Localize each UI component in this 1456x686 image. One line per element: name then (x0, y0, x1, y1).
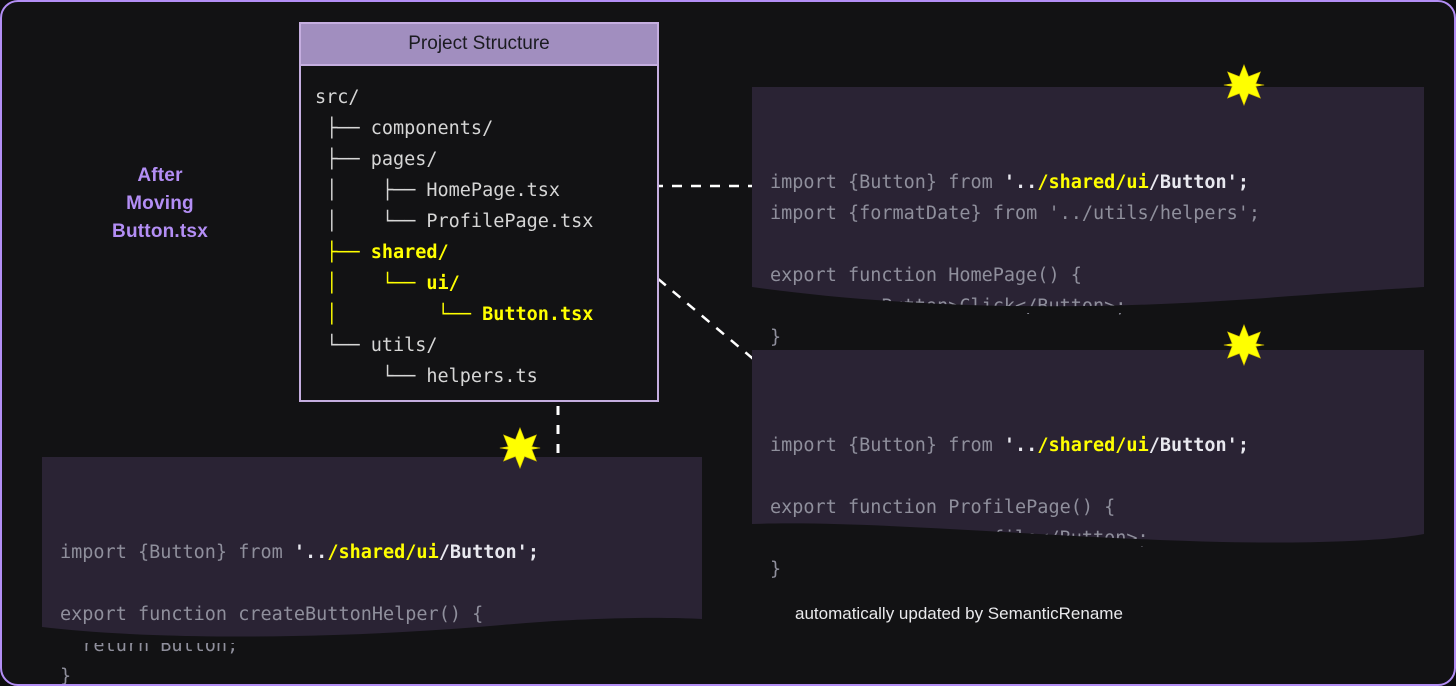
tree-line[interactable]: ├── components/ (315, 118, 494, 139)
code-body-profilepage: import {Button} from '../shared/ui/Butto… (770, 430, 1424, 585)
tree-line[interactable]: └── helpers.ts (315, 366, 538, 387)
code-token: /shared/ui (1037, 172, 1149, 193)
torn-edge-profilepage (752, 523, 1424, 546)
code-token: '.. (1003, 172, 1038, 193)
code-block-helpers: import {Button} from '../shared/ui/Butto… (42, 457, 702, 684)
tree-line[interactable]: │ ├── HomePage.tsx (315, 180, 561, 201)
code-token: export function ProfilePage() { (770, 497, 1116, 518)
code-line: export function HomePage() { (770, 260, 1424, 291)
tree-line[interactable]: │ └── ui/ (315, 273, 460, 294)
code-body-helpers: import {Button} from '../shared/ui/Butto… (60, 537, 702, 686)
code-token: import {Button} from (60, 542, 294, 563)
code-token: /shared/ui (327, 542, 439, 563)
tree-line[interactable]: src/ (315, 87, 360, 108)
tree-line[interactable]: ├── pages/ (315, 149, 438, 170)
code-token: import {formatDate} from '../utils/helpe… (770, 203, 1261, 224)
project-structure-tree: src/ ├── components/ ├── pages/ │ ├── Ho… (301, 66, 657, 392)
code-line: export function createButtonHelper() { (60, 599, 702, 630)
after-moving-caption: After Moving Button.tsx (80, 162, 240, 246)
code-line: export function ProfilePage() { (770, 492, 1424, 523)
code-body-homepage: import {Button} from '../shared/ui/Butto… (770, 167, 1424, 353)
sparkle-star-icon (499, 427, 541, 469)
code-block-profilepage: import {Button} from '../shared/ui/Butto… (752, 350, 1424, 580)
caption-line-1: After (137, 165, 183, 186)
code-token: } (770, 327, 782, 348)
code-token: /Button'; (1148, 435, 1249, 456)
project-structure-panel: Project Structure src/ ├── components/ ├… (299, 22, 659, 402)
torn-edge-homepage (752, 287, 1424, 313)
code-token: export function HomePage() { (770, 265, 1082, 286)
project-structure-title: Project Structure (301, 24, 657, 66)
code-line: import {formatDate} from '../utils/helpe… (770, 198, 1424, 229)
code-block-homepage: import {Button} from '../shared/ui/Butto… (752, 87, 1424, 348)
legend-label: automatically updated by SemanticRename (795, 604, 1123, 623)
legend: automatically updated by SemanticRename (751, 604, 1123, 624)
code-token: '.. (1003, 435, 1038, 456)
tree-line[interactable]: ├── shared/ (315, 242, 449, 263)
sparkle-star-icon (1223, 324, 1265, 366)
code-line: import {Button} from '../shared/ui/Butto… (770, 430, 1424, 461)
sparkle-star-icon (1223, 64, 1265, 106)
tree-line[interactable]: │ └── ProfilePage.tsx (315, 211, 594, 232)
code-line: } (770, 322, 1424, 353)
code-token: } (60, 666, 72, 686)
code-line: import {Button} from '../shared/ui/Butto… (60, 537, 702, 568)
code-line (770, 229, 1424, 260)
code-line: } (770, 554, 1424, 585)
caption-line-3: Button.tsx (112, 221, 208, 242)
caption-line-2: Moving (126, 193, 194, 214)
tree-line[interactable]: │ └── Button.tsx (315, 304, 594, 325)
code-token: '.. (293, 542, 328, 563)
code-token: import {Button} from (770, 172, 1004, 193)
code-token: import {Button} from (770, 435, 1004, 456)
code-line: } (60, 661, 702, 686)
code-token: /Button'; (438, 542, 539, 563)
code-line (770, 461, 1424, 492)
code-token: export function createButtonHelper() { (60, 604, 484, 625)
code-token: /Button'; (1148, 172, 1249, 193)
code-token: } (770, 559, 782, 580)
torn-edge-helpers (42, 617, 702, 643)
code-line: import {Button} from '../shared/ui/Butto… (770, 167, 1424, 198)
code-line (60, 568, 702, 599)
code-token: /shared/ui (1037, 435, 1149, 456)
tree-line[interactable]: └── utils/ (315, 335, 438, 356)
